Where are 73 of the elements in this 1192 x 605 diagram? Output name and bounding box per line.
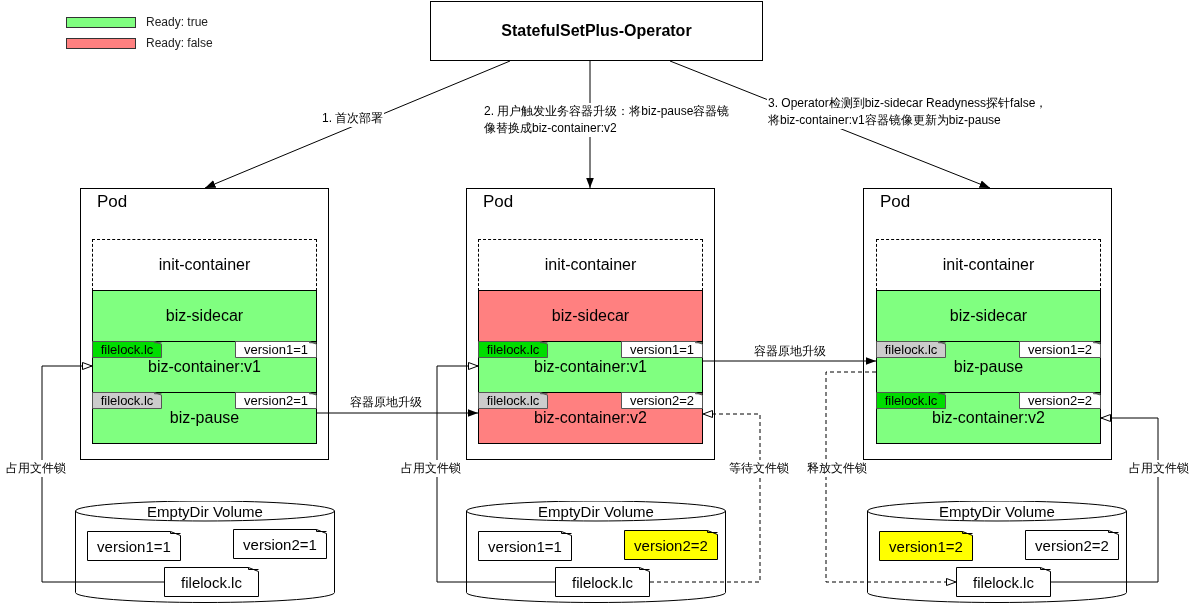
edge-label: 1. 首次部署 xyxy=(321,110,385,127)
file-note: filelock.lc xyxy=(876,392,946,409)
container-label: biz-container:v1 xyxy=(534,357,647,377)
file-note: filelock.lc xyxy=(876,341,946,358)
legend-label: Ready: true xyxy=(146,14,209,30)
file-note: filelock.lc xyxy=(478,392,548,409)
file-note: filelock.lc xyxy=(956,567,1051,597)
file-note: filelock.lc xyxy=(555,567,650,597)
file-note: version2=2 xyxy=(621,392,703,409)
file-note: version2=1 xyxy=(235,392,317,409)
container-label: biz-container:v2 xyxy=(932,408,1045,428)
init-container-box: init-container xyxy=(92,239,317,291)
edge-label: 容器原地升级 xyxy=(349,394,423,411)
file-note: version1=1 xyxy=(235,341,317,358)
volume-label: EmptyDir Volume xyxy=(939,502,1055,521)
container-box xyxy=(92,341,317,393)
file-note: version2=1 xyxy=(233,529,327,559)
pod-label: Pod xyxy=(483,192,514,212)
file-note: version2=2 xyxy=(624,530,718,560)
container-box xyxy=(876,392,1101,444)
container-box xyxy=(478,290,703,342)
container-box xyxy=(876,290,1101,342)
volume-cylinder xyxy=(466,501,726,603)
volume-cylinder xyxy=(75,501,335,603)
file-note: version2=2 xyxy=(1025,530,1119,560)
file-note: version1=2 xyxy=(1019,341,1101,358)
init-container-box: init-container xyxy=(876,239,1101,291)
edge-label: 容器原地升级 xyxy=(753,343,827,360)
arrow xyxy=(1050,414,1159,583)
edge-label: 占用文件锁 xyxy=(5,460,67,477)
volume-cylinder xyxy=(867,501,1127,603)
file-note: filelock.lc xyxy=(92,341,162,358)
file-note: version1=2 xyxy=(879,531,973,561)
operator-box: StatefulSetPlus-Operator xyxy=(430,1,763,61)
container-label: biz-sidecar xyxy=(949,306,1028,326)
pod-box xyxy=(80,188,329,460)
file-note: filelock.lc xyxy=(478,341,548,358)
arrow xyxy=(316,409,479,417)
arrow xyxy=(702,357,877,365)
container-box xyxy=(92,290,317,342)
edge-label: 等待文件锁 xyxy=(728,460,790,477)
file-note: version1=1 xyxy=(621,341,703,358)
file-note: filelock.lc xyxy=(92,392,162,409)
arrow xyxy=(649,410,761,583)
container-label: biz-pause xyxy=(169,408,240,428)
edge-label: 释放文件锁 xyxy=(806,460,868,477)
container-label: biz-container:v1 xyxy=(148,357,261,377)
arrow xyxy=(204,60,511,189)
file-note: version2=2 xyxy=(1019,392,1101,409)
pod-box xyxy=(863,188,1112,460)
container-label: biz-container:v2 xyxy=(534,408,647,428)
container-label: biz-sidecar xyxy=(551,306,630,326)
pod-label: Pod xyxy=(880,192,911,212)
edge-label: 占用文件锁 xyxy=(400,460,462,477)
file-note: version1=1 xyxy=(478,531,572,561)
init-container-box: init-container xyxy=(478,239,703,291)
arrow xyxy=(436,362,556,583)
container-label: biz-sidecar xyxy=(165,306,244,326)
container-label: biz-pause xyxy=(953,357,1024,377)
pod-box xyxy=(466,188,715,460)
container-box xyxy=(478,392,703,444)
volume-label: EmptyDir Volume xyxy=(147,502,263,521)
arrow xyxy=(41,362,165,583)
container-box xyxy=(92,392,317,444)
arrow xyxy=(825,371,957,586)
file-note: filelock.lc xyxy=(164,567,259,597)
pod-label: Pod xyxy=(97,192,128,212)
volume-label: EmptyDir Volume xyxy=(538,502,654,521)
file-note: version1=1 xyxy=(87,531,181,561)
container-box xyxy=(478,341,703,393)
legend-label: Ready: false xyxy=(146,35,213,51)
container-box xyxy=(876,341,1101,393)
edge-label: 占用文件锁 xyxy=(1128,460,1190,477)
